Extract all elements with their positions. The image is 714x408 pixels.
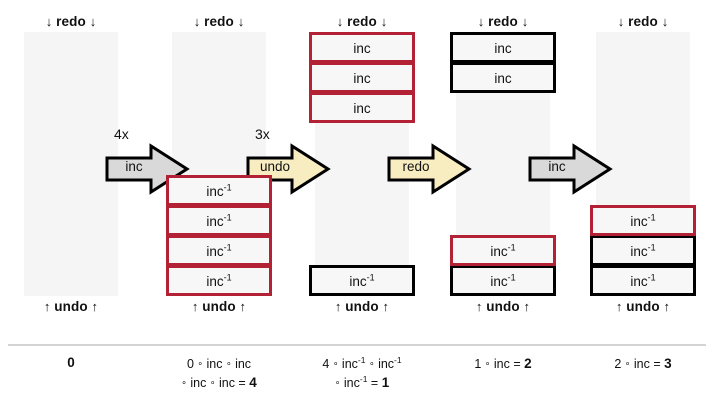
undo-up-arrow-right-icon: ↑ — [239, 298, 247, 314]
stack-cell: inc-1 — [166, 205, 272, 236]
arrow-multiplier-0: 4x — [114, 126, 129, 142]
stack-cell: inc-1 — [590, 205, 696, 236]
stack-cell: inc — [309, 32, 415, 63]
undo-footer-label-1: undo — [202, 299, 236, 314]
stack-cell: inc-1 — [309, 265, 415, 296]
redo-down-arrow-right-icon: ↓ — [89, 13, 97, 29]
undo-up-arrow-right-icon: ↑ — [663, 298, 671, 314]
redo-down-arrow-right-icon: ↓ — [380, 13, 388, 29]
stack-cell: inc-1 — [590, 235, 696, 266]
redo-down-arrow-left-icon: ↓ — [336, 13, 344, 29]
stack-cell: inc-1 — [590, 265, 696, 296]
stack-cell: inc-1 — [166, 175, 272, 206]
undo-up-arrow-right-icon: ↑ — [91, 298, 99, 314]
undo-footer-label-3: undo — [486, 299, 520, 314]
stack-cell: inc-1 — [166, 265, 272, 296]
undo-footer-label-2: undo — [345, 299, 379, 314]
arrow-multiplier-1: 3x — [255, 126, 270, 142]
undo-footer-3: ↑ undo ↑ — [432, 298, 574, 315]
redo-header-label-1: redo — [204, 14, 234, 29]
redo-header-1: ↓ redo ↓ — [148, 13, 290, 30]
caption-line-1: 0 ∘ inc ∘ inc — [186, 357, 252, 371]
right-arrow-icon — [387, 143, 472, 195]
caption-line-1: 2 ∘ inc = 3 — [614, 356, 672, 371]
redo-down-arrow-right-icon: ↓ — [661, 13, 669, 29]
redo-header-4: ↓ redo ↓ — [572, 13, 714, 30]
stack-track-0 — [24, 32, 118, 296]
undo-up-arrow-left-icon: ↑ — [334, 298, 342, 314]
redo-header-label-4: redo — [628, 14, 658, 29]
undo-footer-2: ↑ undo ↑ — [291, 298, 433, 315]
caption-line-2: ∘ inc-1 = 1 — [334, 373, 390, 390]
undo-footer-0: ↑ undo ↑ — [0, 298, 142, 315]
undo-footer-label-0: undo — [54, 299, 88, 314]
redo-down-arrow-left-icon: ↓ — [45, 13, 53, 29]
caption-2: 4 ∘ inc-1 ∘ inc-1 ∘ inc-1 = 1 — [291, 354, 433, 392]
undo-footer-1: ↑ undo ↑ — [148, 298, 290, 315]
stack-cell: inc — [450, 32, 556, 63]
stack-cell: inc-1 — [450, 235, 556, 266]
undo-up-arrow-left-icon: ↑ — [475, 298, 483, 314]
caption-0: 0 — [0, 354, 142, 372]
stack-cell: inc — [309, 62, 415, 93]
stack-cell: inc — [309, 92, 415, 123]
caption-3: 1 ∘ inc = 2 — [432, 354, 574, 373]
stack-cell: inc-1 — [166, 235, 272, 266]
caption-line-2: ∘ inc ∘ inc = 4 — [181, 375, 257, 390]
caption-line-1: 4 ∘ inc-1 ∘ inc-1 — [322, 354, 402, 371]
redo-down-arrow-left-icon: ↓ — [193, 13, 201, 29]
undo-stack-2: inc-1 — [309, 265, 415, 296]
transition-arrow-redo: redo — [386, 143, 472, 195]
redo-header-label-3: redo — [488, 14, 518, 29]
undo-up-arrow-right-icon: ↑ — [523, 298, 531, 314]
undo-up-arrow-left-icon: ↑ — [43, 298, 51, 314]
undo-footer-4: ↑ undo ↑ — [572, 298, 714, 315]
redo-down-arrow-right-icon: ↓ — [237, 13, 245, 29]
redo-header-0: ↓ redo ↓ — [0, 13, 142, 30]
redo-down-arrow-right-icon: ↓ — [521, 13, 529, 29]
redo-down-arrow-left-icon: ↓ — [477, 13, 485, 29]
stack-cell: inc — [450, 62, 556, 93]
transition-arrow-inc-2: inc — [527, 143, 613, 195]
caption-4: 2 ∘ inc = 3 — [572, 354, 714, 373]
caption-1: 0 ∘ inc ∘ inc ∘ inc ∘ inc = 4 — [148, 354, 290, 392]
right-arrow-icon — [528, 143, 613, 195]
footer-divider — [8, 344, 706, 346]
redo-header-label-0: redo — [56, 14, 86, 29]
redo-header-label-2: redo — [347, 14, 377, 29]
redo-header-2: ↓ redo ↓ — [291, 13, 433, 30]
undo-up-arrow-left-icon: ↑ — [615, 298, 623, 314]
stack-cell: inc-1 — [450, 265, 556, 296]
redo-down-arrow-left-icon: ↓ — [617, 13, 625, 29]
redo-header-3: ↓ redo ↓ — [432, 13, 574, 30]
state-column-0: ↓ redo ↓ ↑ undo ↑ — [0, 0, 142, 340]
undo-up-arrow-left-icon: ↑ — [191, 298, 199, 314]
undo-footer-label-4: undo — [626, 299, 660, 314]
undo-up-arrow-right-icon: ↑ — [382, 298, 390, 314]
caption-line-1: 0 — [67, 355, 75, 370]
caption-line-1: 1 ∘ inc = 2 — [474, 356, 532, 371]
